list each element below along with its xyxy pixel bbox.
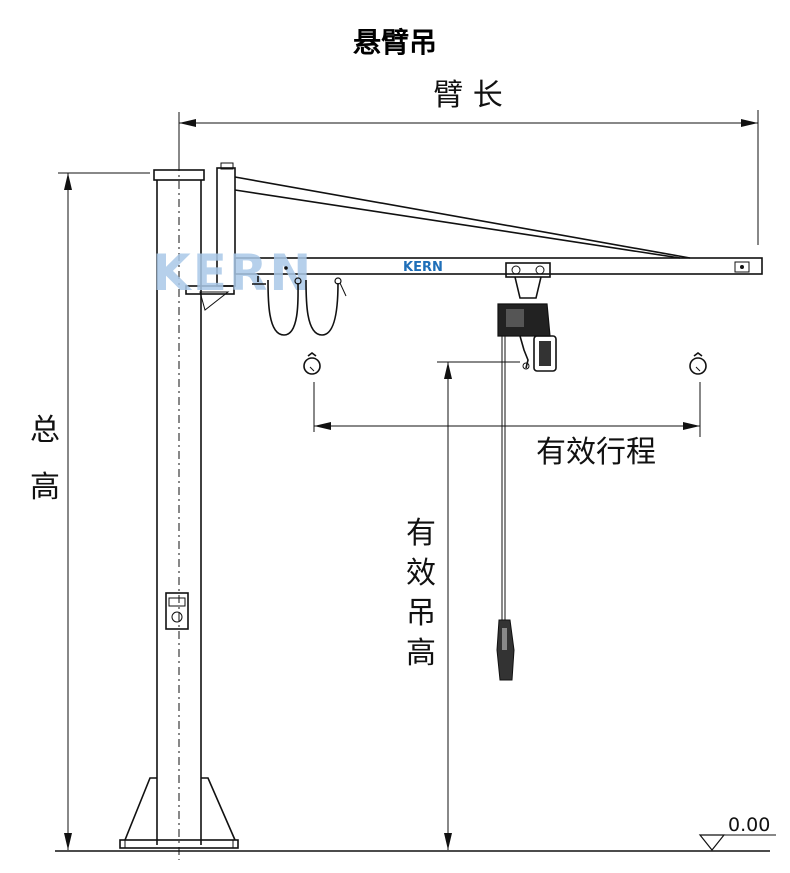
boom-arm: KERN bbox=[234, 257, 763, 275]
arm-brand-logo: KERN bbox=[403, 260, 443, 275]
control-box bbox=[165, 592, 189, 630]
kern-watermark: KERN bbox=[152, 244, 313, 302]
lift-height-label-2: 效 bbox=[406, 556, 436, 591]
effective-travel-dimension: 有效行程 bbox=[314, 422, 700, 470]
effective-lift-height-dimension: 有 效 吊 高 bbox=[406, 361, 520, 850]
total-height-label-1: 总 bbox=[30, 413, 60, 448]
column bbox=[119, 145, 239, 860]
cable-festoon bbox=[252, 266, 347, 336]
arm-length-label: 臂 长 bbox=[433, 78, 503, 113]
lift-height-label-1: 有 bbox=[406, 516, 436, 551]
ground-level-label: 0.00 bbox=[728, 814, 770, 836]
left-limit-hook bbox=[303, 352, 321, 432]
effective-travel-label: 有效行程 bbox=[536, 435, 656, 470]
tie-rod bbox=[234, 176, 691, 259]
pendant-controller bbox=[496, 619, 515, 681]
lift-height-label-4: 高 bbox=[406, 636, 436, 671]
total-height-dimension: 总 高 bbox=[30, 172, 150, 850]
slewing-housing bbox=[185, 162, 236, 311]
total-height-label-2: 高 bbox=[30, 470, 60, 505]
trolley-hoist bbox=[497, 262, 557, 620]
lift-height-label-3: 吊 bbox=[406, 596, 436, 631]
ground-level-marker: 0.00 bbox=[698, 814, 776, 851]
diagram-title: 悬臂吊 bbox=[353, 26, 437, 59]
arm-length-dimension: 臂 长 bbox=[178, 78, 759, 245]
right-limit-hook bbox=[689, 352, 707, 437]
